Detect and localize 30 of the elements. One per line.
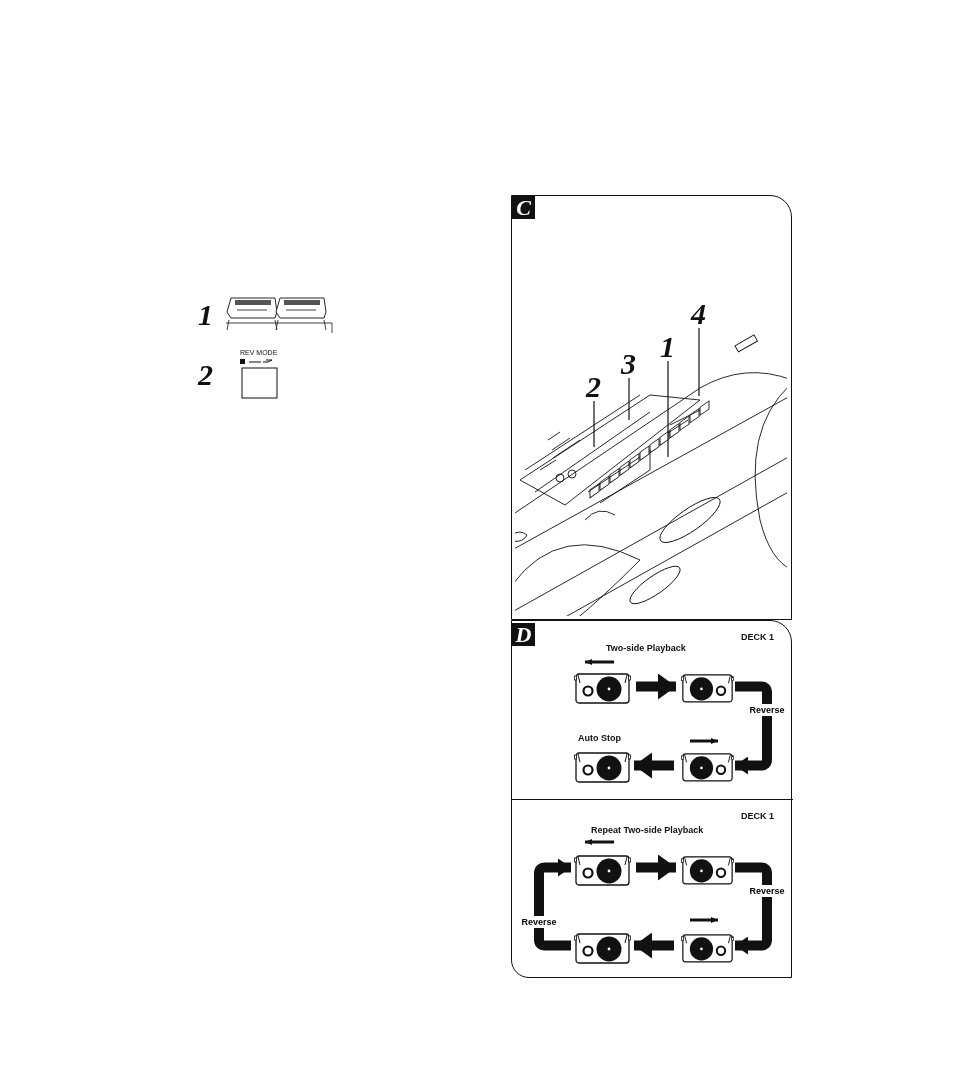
arrow [636, 673, 676, 700]
edge-label: Reverse [520, 916, 558, 929]
cassette-icon [574, 670, 631, 705]
callout-number: 2 [198, 358, 213, 392]
arrow [636, 854, 676, 881]
edge-label: Reverse [748, 884, 786, 897]
panel-frame [511, 620, 792, 978]
cassette-icon [574, 749, 631, 784]
callout-number: 3 [621, 347, 636, 381]
node-label: Auto Stop [578, 733, 621, 743]
leader-line [667, 360, 669, 458]
cassette-icon [574, 930, 631, 965]
panel-letter: C [512, 196, 535, 219]
leader-line [698, 327, 700, 397]
panel-letter: D [512, 623, 535, 646]
callout-number: 2 [586, 370, 601, 404]
diagram-heading: DECK 1 [741, 811, 774, 821]
diagram-heading: DECK 1 [741, 632, 774, 642]
diagram-heading: Two-side Playback [606, 643, 686, 653]
panel-frame [511, 195, 792, 620]
diagram-heading: Repeat Two-side Playback [591, 825, 704, 835]
callout-number: 1 [660, 330, 675, 364]
edge-label: Reverse [748, 704, 786, 717]
leader-line [593, 400, 595, 448]
cassette-icon [574, 852, 631, 887]
leader-line [628, 377, 630, 421]
callout-number: 4 [691, 297, 706, 331]
callout-number: 1 [198, 298, 213, 332]
arrow [634, 932, 674, 959]
arrow [634, 752, 674, 779]
